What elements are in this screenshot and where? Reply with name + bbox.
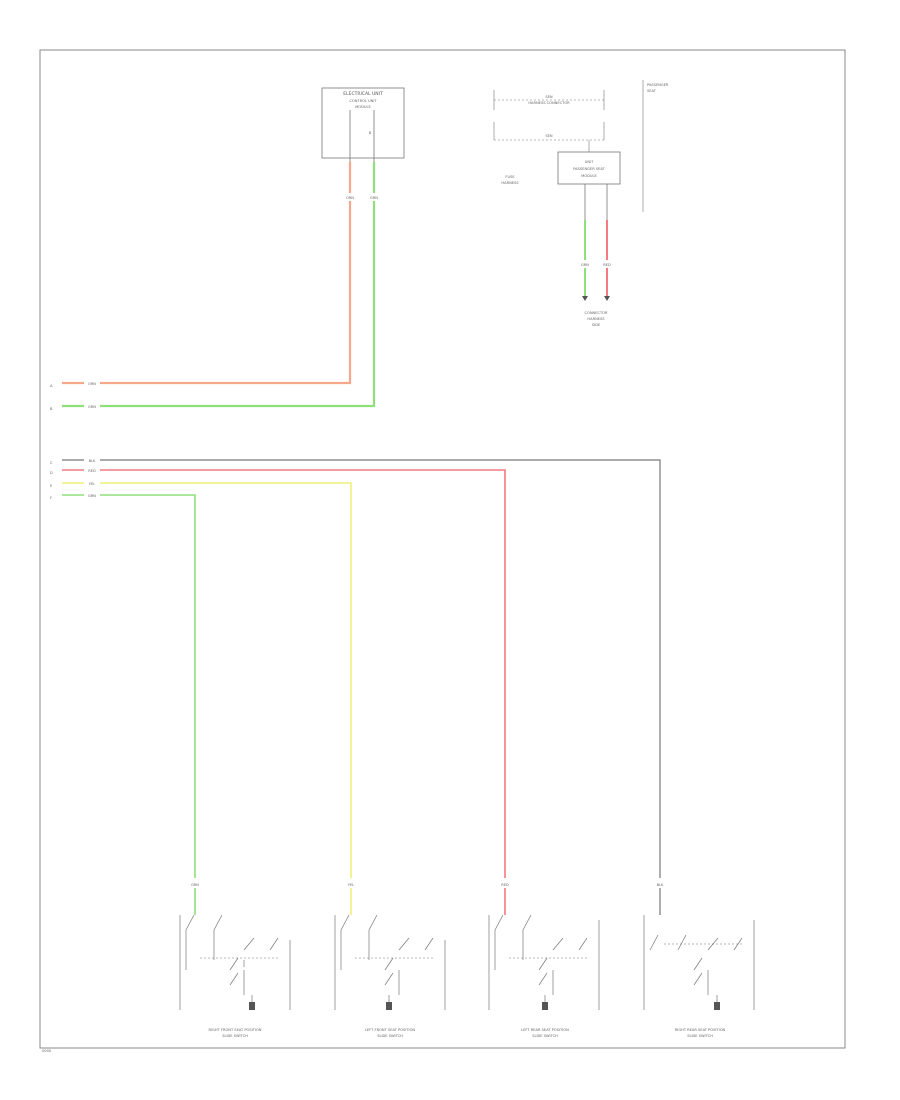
switch-code-1: GRN <box>191 883 199 887</box>
far-right-line2: SEAT <box>647 89 657 93</box>
bracket-top-sub: HARNESS CONNECTOR <box>528 101 570 105</box>
module-code-green: GRN <box>581 263 589 267</box>
switch-label-4a: RIGHT REAR SEAT POSITION <box>675 1028 726 1032</box>
wire-yellow-bus <box>62 482 352 880</box>
switch-right-front <box>179 914 291 1010</box>
module-sub: PASSENGER SEAT <box>573 167 605 171</box>
diagram-frame <box>39 49 846 1049</box>
module-group: SEN HARNESS CONNECTOR SEN UNIT PASSENGER… <box>493 90 621 327</box>
switch-code-2: YEL <box>348 883 354 887</box>
switch-code-4: BLK <box>657 883 664 887</box>
left-code-a: ORN <box>88 382 96 386</box>
left-code-bg-b <box>84 402 100 409</box>
bracket-bottom-label: SEN <box>545 134 553 138</box>
switch-left-rear <box>488 914 600 1010</box>
switch-label-3a: LEFT REAR SEAT POSITION <box>521 1028 569 1032</box>
electrical-unit-box <box>321 87 405 159</box>
wire-orange-top: ORN <box>62 162 354 385</box>
left-ref-e: E <box>50 484 53 488</box>
bracket-top-label: SEN <box>545 95 553 99</box>
footer-id: 0000 <box>42 1049 52 1053</box>
switch-label-3b: SLIDE SWITCH <box>532 1034 558 1038</box>
wire-code-green: GRN <box>370 196 378 200</box>
left-code-f: GRN <box>88 494 96 498</box>
left-code-d: RED <box>88 469 96 473</box>
left-ref-a: A <box>50 384 53 388</box>
side-tag2: HARNESS <box>501 181 519 185</box>
switch-label-2a: LEFT FRONT SEAT POSITION <box>365 1028 416 1032</box>
left-ref-d: D <box>50 471 53 475</box>
connector-label3: SIDE <box>592 323 601 327</box>
switch-code-3: RED <box>501 883 509 887</box>
wire-green-bus <box>62 494 196 880</box>
electrical-unit: ELECTRICAL UNIT CONTROL UNIT MODULE B <box>321 87 405 162</box>
left-code-e: YEL <box>89 482 95 486</box>
switch-left-front <box>334 914 446 1010</box>
left-code-bg-a <box>84 379 100 386</box>
switch-label-1b: SLIDE SWITCH <box>222 1034 248 1038</box>
left-ref-f: F <box>50 496 52 500</box>
connector-label: CONNECTOR <box>584 311 608 315</box>
wire-black-bus <box>62 459 661 880</box>
side-tag: FUSE <box>505 175 515 179</box>
far-right-note: PASSENGER SEAT <box>642 80 669 212</box>
electrical-unit-subtitle2: MODULE <box>355 105 371 109</box>
electrical-unit-subtitle: CONTROL UNIT <box>349 99 377 103</box>
module-sub2: MODULE <box>581 174 597 178</box>
left-code-b: GRN <box>88 405 96 409</box>
electrical-unit-pin: B <box>369 131 372 135</box>
left-code-c: BLK <box>89 459 96 463</box>
left-ref-b: B <box>50 407 53 411</box>
switch-right-rear <box>643 915 755 1010</box>
electrical-unit-title: ELECTRICAL UNIT <box>343 91 383 97</box>
switch-label-2b: SLIDE SWITCH <box>377 1034 403 1038</box>
left-ref-c: C <box>50 461 53 465</box>
module-code-red: RED <box>603 263 611 267</box>
wire-green-top: GRN <box>62 162 378 408</box>
module-title: UNIT <box>585 160 594 164</box>
wire-code-orange: ORN <box>346 196 354 200</box>
connector-label2: HARNESS <box>587 317 605 321</box>
switch-label-4b: SLIDE SWITCH <box>687 1034 713 1038</box>
far-right-line1: PASSENGER <box>647 83 669 87</box>
wire-red-bus <box>62 469 506 880</box>
switch-label-1a: RIGHT FRONT SEAT POSITION <box>209 1028 262 1032</box>
